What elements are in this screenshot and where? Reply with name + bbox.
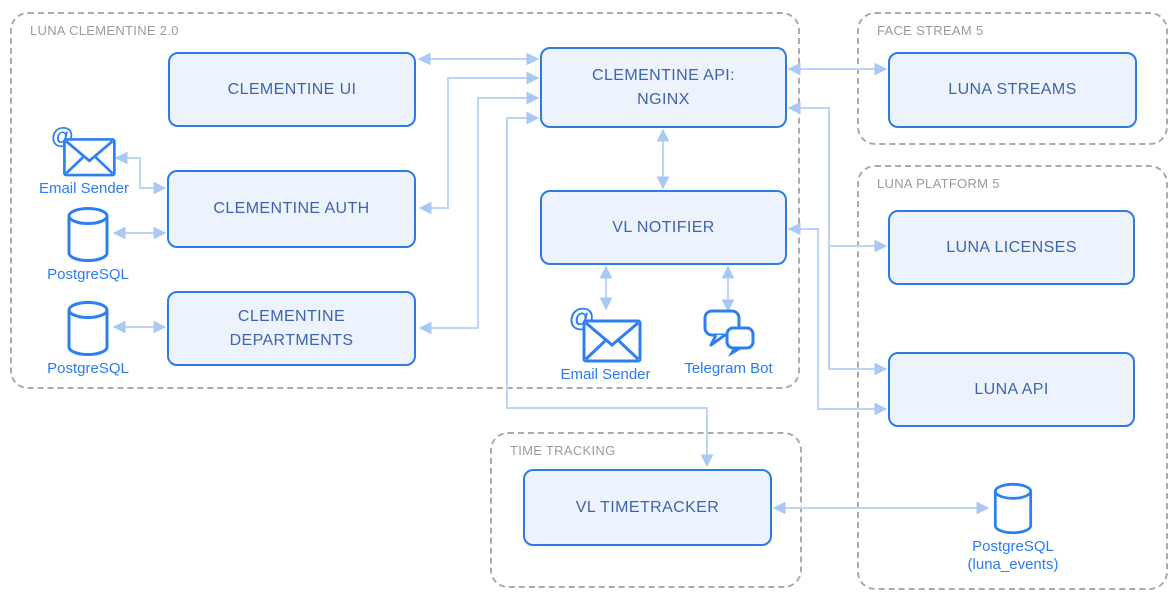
node-clementine-departments: CLEMENTINE DEPARTMENTS [167,291,416,366]
email-sender-label: Email Sender [38,180,130,197]
node-clementine-auth: CLEMENTINE AUTH [167,170,416,248]
email-icon: @ [51,124,116,177]
edge-email-sender-auth--clementine-auth [114,151,167,195]
edge-clementine-departments--clementine-api [418,91,540,335]
container-label-face-stream: FACE STREAM 5 [877,23,984,38]
node-vl-timetracker-label: VL TIMETRACKER [575,498,720,516]
icon-block-telegram-bot: Telegram Bot [671,308,786,378]
icon-block-email-sender-auth: @ Email Sender [28,124,140,198]
container-label-luna-platform: LUNA PLATFORM 5 [877,176,1000,191]
database-icon [67,301,109,356]
edge-clementine-api--luna-api [787,101,888,376]
icon-block-postgresql-auth: PostgreSQL [33,206,143,284]
node-vl-notifier: VL NOTIFIER [540,190,787,265]
chat-bubbles-icon [703,309,754,357]
postgresql-luna-events-label: PostgreSQL (luna_events) [967,538,1059,573]
container-face-stream: FACE STREAM 5 [857,12,1168,145]
node-luna-api-label: LUNA API [974,380,1049,398]
node-vl-notifier-label: VL NOTIFIER [612,218,715,236]
node-luna-licenses-label: LUNA LICENSES [946,238,1077,256]
node-luna-streams: LUNA STREAMS [888,52,1137,128]
node-clementine-auth-label: CLEMENTINE AUTH [213,200,370,218]
node-clementine-api-nginx-label: CLEMENTINE API: NGINX [592,67,735,108]
database-icon [993,482,1033,535]
postgresql-label: PostgreSQL [47,360,129,377]
node-clementine-ui: CLEMENTINE UI [168,52,416,127]
icon-block-postgresql-luna-events: PostgreSQL (luna_events) [957,482,1069,574]
email-sender-label: Email Sender [560,366,651,383]
edge-vl-notifier--luna-api [787,222,888,416]
icon-block-email-sender-notifier: @ Email Sender [548,304,663,384]
postgresql-label: PostgreSQL [47,266,129,283]
node-clementine-departments-label: CLEMENTINE DEPARTMENTS [229,308,354,349]
icon-block-postgresql-departments: PostgreSQL [33,300,143,378]
node-clementine-api-nginx: CLEMENTINE API: NGINX [540,47,787,128]
telegram-bot-label: Telegram Bot [684,360,773,377]
database-icon [67,207,109,262]
email-icon: @ [569,304,641,363]
container-label-luna-clementine: LUNA CLEMENTINE 2.0 [30,23,179,38]
edge-clementine-api--vl-timetracker [506,111,714,468]
node-luna-api: LUNA API [888,352,1135,427]
node-vl-timetracker: VL TIMETRACKER [523,469,772,546]
node-luna-streams-label: LUNA STREAMS [948,81,1077,99]
node-luna-licenses: LUNA LICENSES [888,210,1135,285]
node-clementine-ui-label: CLEMENTINE UI [227,80,357,98]
